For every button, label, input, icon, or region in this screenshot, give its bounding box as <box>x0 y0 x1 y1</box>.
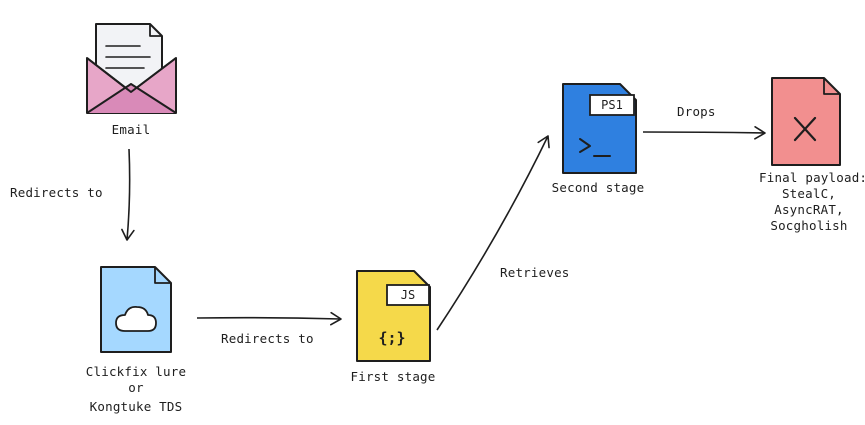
terminal-prompt-icon <box>579 138 591 153</box>
final-payload-line: StealC, <box>781 186 837 201</box>
edge-label-second-to-final: Drops <box>677 104 716 119</box>
js-glyph-text: {;} <box>378 329 405 347</box>
second-stage-label: Second stage <box>551 180 645 195</box>
edge-label-lure-to-first: Redirects to <box>221 331 314 346</box>
first-stage-label: First stage <box>350 369 436 384</box>
ps1-badge-text: PS1 <box>601 98 623 112</box>
lure-label-line: Kongtuke TDS <box>89 399 183 414</box>
email-icon <box>86 23 177 114</box>
final-payload-line: Socgholish <box>770 218 848 233</box>
arrow-lure-to-first <box>196 311 342 326</box>
lure-label: Clickfix lure or Kongtuke TDS <box>86 364 186 415</box>
cloud-icon <box>115 306 157 332</box>
final-payload-line: AsyncRAT, <box>774 202 844 217</box>
payload-file-icon <box>771 77 841 166</box>
email-label: Email <box>111 122 151 137</box>
js-badge <box>386 284 430 306</box>
ps1-file-icon: PS1 <box>562 83 637 174</box>
arrow-second-to-final <box>642 126 766 140</box>
edge-label-first-to-second: Retrieves <box>500 265 570 280</box>
edge-label-email-to-lure: Redirects to <box>10 185 103 200</box>
ps1-badge <box>589 94 635 116</box>
lure-file-icon <box>100 266 172 353</box>
x-mark-icon <box>793 116 817 142</box>
final-payload-label: Final payload: StealC, AsyncRAT, Socghol… <box>759 170 865 234</box>
lure-label-line: or <box>128 380 144 395</box>
arrow-email-to-lure <box>121 148 135 241</box>
lure-label-line: Clickfix lure <box>85 364 187 379</box>
js-badge-text: JS <box>401 288 415 302</box>
arrow-first-to-second <box>436 135 550 331</box>
js-file-icon: JS {;} <box>356 270 431 362</box>
final-payload-line: Final payload: <box>759 170 865 185</box>
